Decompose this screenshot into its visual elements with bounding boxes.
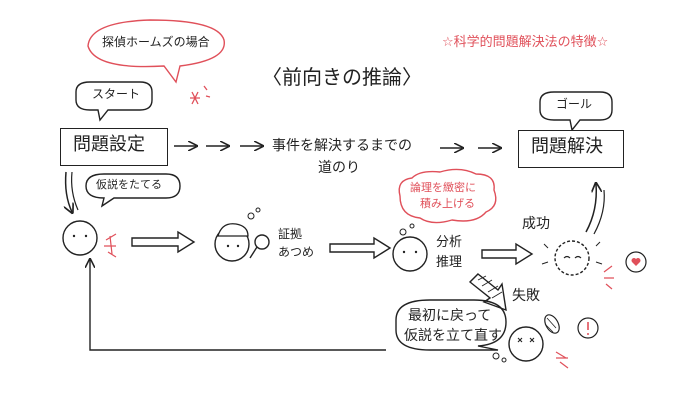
feedback-loop-arrow [90,260,386,351]
failure-label: 失敗 [512,288,540,304]
path-label-line2: 道のり [318,160,360,176]
sherlock-bubble-label: 探偵ホームズの場合 [102,35,210,49]
success-arrow [585,184,596,233]
evidence-label-line2: あつめ [278,245,315,259]
problem-setting-label: 問題設定 [73,134,145,155]
thinking-face [62,220,98,256]
diagram-title: 〈前向きの推論〉 [262,65,422,89]
evidence-label-line1: 証拠 [278,227,303,241]
problem-setting-box: 問題設定 [60,128,168,166]
goal-bubble-outline [539,91,613,132]
start-bubble-outline [75,81,153,122]
start-label: スタート [92,87,141,101]
problem-solved-box: 問題解決 [518,130,624,168]
path-arrows [174,146,500,148]
sparkle-icon [190,85,211,105]
heart-icon [625,251,647,273]
success-label: 成功 [522,216,550,232]
subtitle: ☆科学的問題解決法の特徴☆ [442,35,609,50]
analysis-label-line2: 推理 [436,255,463,270]
exclamation-icon [577,317,599,339]
sherlock-bubble-outline [87,19,225,84]
failed-face [492,314,599,369]
detective-face [214,207,270,262]
restart-bubble-outline [395,299,507,351]
detective-cap-icon [217,223,249,237]
down-arrow [66,171,72,212]
hypothesis-bubble-outline [85,173,181,208]
sparkle-icon [603,265,614,290]
sparkle-icon [104,233,117,258]
magnifying-glass-icon [249,234,270,259]
sparkle-icon [555,351,569,369]
logic-label-line2: 積み上げる [420,197,475,210]
problem-solved-label: 問題解決 [531,136,603,157]
analyzing-face [392,223,428,272]
logic-bubble-outline [398,168,497,224]
goal-label: ゴール [556,97,593,111]
analysis-label-line1: 分析 [436,235,463,250]
path-label-line1: 事件を解決するまでの [272,138,412,154]
hypothesis-label: 仮説をたてる [96,178,162,191]
restart-label-line2: 仮説を立て直す [404,328,502,344]
logic-label-line1: 論理を緻密に [410,181,476,194]
progress-arrows [131,230,534,266]
restart-label-line1: 最初に戻って [408,308,492,324]
success-face [541,240,614,290]
